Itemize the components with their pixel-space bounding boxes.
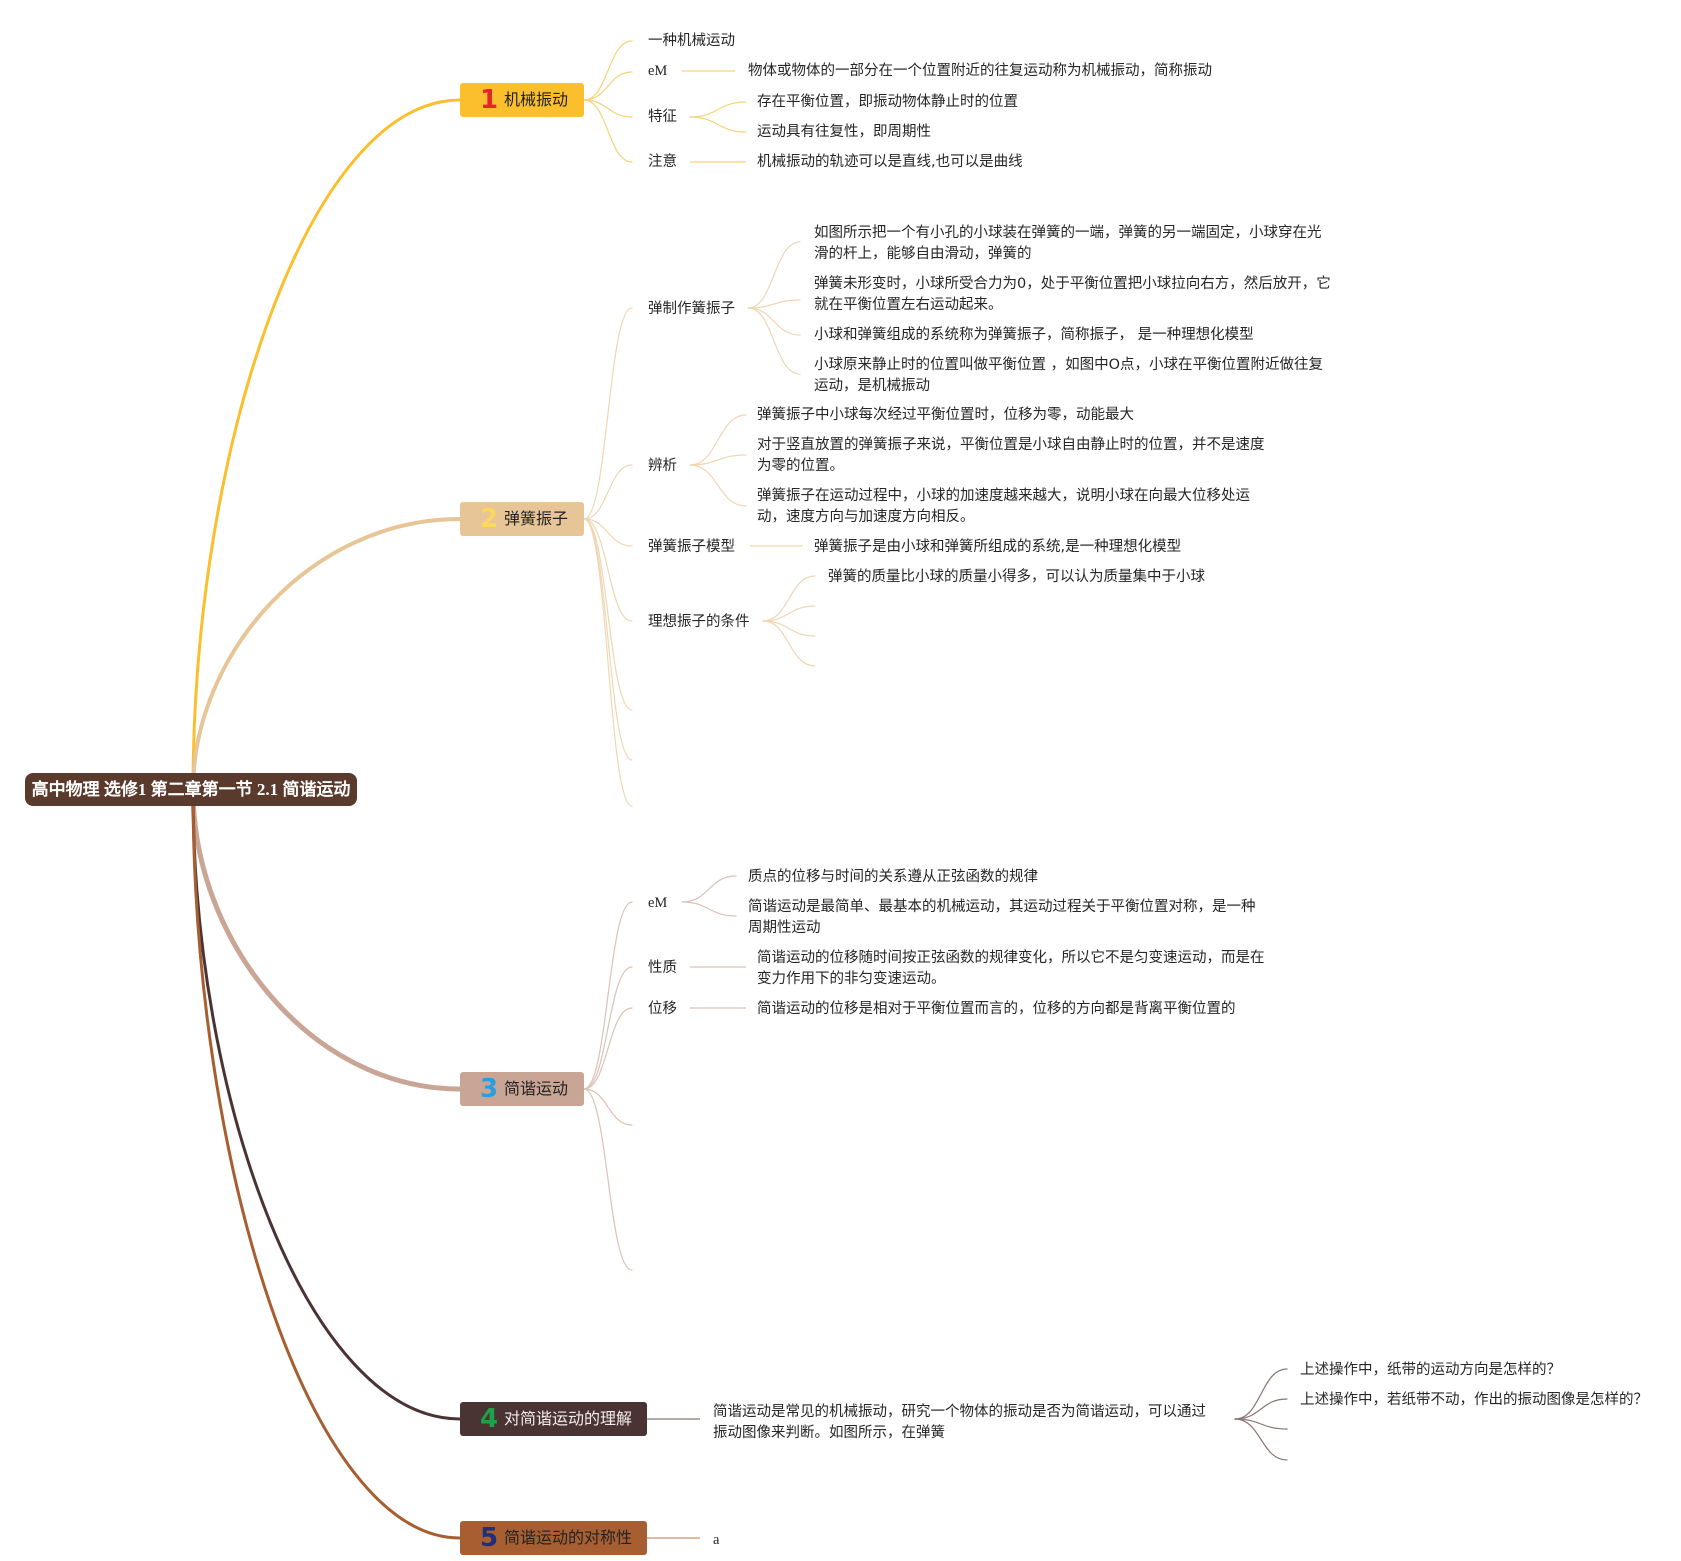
branch-1-number: 1 (480, 85, 499, 115)
branch-4-topic[interactable]: 4 对简谐运动的理解 (460, 1402, 647, 1436)
b4-question-2[interactable]: 上述操作中，若纸带不动，作出的振动图像是怎样的？ (1300, 1392, 1648, 1408)
b2-condition-detail-1[interactable]: 弹簧的质量比小球的质量小得多，可以认为质量集中于小球 (828, 569, 1205, 585)
connector-26 (689, 464, 747, 507)
branch-5-number: 5 (480, 1523, 499, 1553)
connector-6 (583, 71, 633, 101)
branch-3-label: 简谐运动 (504, 1079, 569, 1098)
connector-8 (583, 99, 633, 163)
connector-20 (747, 241, 801, 309)
b1-feature-periodicity[interactable]: 运动具有往复性，即周期性 (757, 124, 931, 140)
b1-item-note[interactable]: 注意 (648, 154, 677, 170)
connector-18 (583, 518, 633, 761)
branch-2-label: 弹簧振子 (504, 509, 569, 528)
b2-analysis-detail-3[interactable]: 弹簧振子在运动过程中，小球的加速度越来越大，说明小球在向最大位移处运动，速度方向… (757, 488, 1250, 525)
connector-38 (681, 901, 737, 917)
connector-21 (747, 299, 801, 309)
branch-3-number: 3 (480, 1074, 499, 1104)
connector-33 (583, 966, 633, 1090)
b1-item-features[interactable]: 特征 (648, 109, 677, 125)
connector-3 (191, 788, 462, 1421)
connector-31 (762, 620, 816, 667)
b2-model-detail[interactable]: 弹簧振子是由小球和弹簧所组成的系统,是一种理想化模型 (814, 539, 1182, 555)
connector-4 (191, 788, 462, 1540)
branch-1-topic[interactable]: 1 机械振动 (460, 83, 584, 117)
b2-analysis-detail-1[interactable]: 弹簧振子中小球每次经过平衡位置时，位移为零，动能最大 (757, 407, 1134, 423)
connector-23 (747, 307, 801, 375)
b2-item-oscillator-model[interactable]: 弹簧振子模型 (648, 539, 735, 555)
connector-5 (583, 40, 633, 101)
b2-make-detail-3[interactable]: 小球和弹簧组成的系统称为弹簧振子，简称振子， 是一种理想化模型 (814, 327, 1254, 343)
connector-29 (762, 605, 816, 622)
connector-1 (191, 517, 462, 792)
connector-16 (583, 518, 633, 622)
connector-24 (689, 414, 747, 466)
b2-analysis-detail-2[interactable]: 对于竖直放置的弹簧振子来说，平衡位置是小球自由静止时的位置，并不是速度为零的位置… (757, 437, 1265, 474)
connector-19 (583, 518, 633, 807)
branch-2-number: 2 (480, 504, 499, 534)
b1-item-em[interactable]: eM (648, 63, 668, 79)
connector-36 (583, 1088, 633, 1271)
b1-em-definition[interactable]: 物体或物体的一部分在一个位置附近的往复运动称为机械振动，简称振动 (748, 63, 1212, 79)
b3-item-em[interactable]: eM (648, 895, 668, 911)
b4-question-1[interactable]: 上述操作中，纸带的运动方向是怎样的？ (1300, 1362, 1561, 1378)
connector-17 (583, 518, 633, 711)
connector-25 (689, 454, 747, 466)
b3-em-detail-1[interactable]: 质点的位移与时间的关系遵从正弦函数的规律 (748, 869, 1038, 885)
b5-item-a[interactable]: a (713, 1532, 720, 1548)
b2-item-make-spring-oscillator[interactable]: 弹制作簧振子 (648, 301, 735, 317)
b2-make-detail-2[interactable]: 弹簧未形变时，小球所受合力为0，处于平衡位置把小球拉向右方，然后放开，它就在平衡… (814, 276, 1331, 313)
connector-15 (583, 518, 633, 547)
connector-22 (747, 307, 801, 336)
connector-10 (689, 101, 747, 118)
connector-32 (583, 901, 633, 1090)
branch-3-topic[interactable]: 3 简谐运动 (460, 1072, 584, 1106)
connector-0 (191, 98, 462, 792)
b2-make-detail-1[interactable]: 如图所示把一个有小孔的小球装在弹簧的一端，弹簧的另一端固定，小球穿在光滑的杆上，… (814, 225, 1322, 262)
b3-item-displacement[interactable]: 位移 (648, 1001, 677, 1017)
b3-displacement-detail[interactable]: 简谐运动的位移是相对于平衡位置而言的，位移的方向都是背离平衡位置的 (757, 1001, 1236, 1017)
connector-14 (583, 464, 633, 520)
branch-1-label: 机械振动 (504, 90, 569, 109)
connector-34 (583, 1007, 633, 1090)
root-topic[interactable]: 高中物理 选修1 第二章第一节 2.1 简谐运动 (25, 773, 357, 806)
connector-11 (689, 116, 747, 133)
branch-5-topic[interactable]: 5 简谐运动的对称性 (460, 1521, 647, 1555)
connector-43 (1234, 1398, 1288, 1420)
b2-item-ideal-conditions[interactable]: 理想振子的条件 (648, 614, 750, 630)
connector-35 (583, 1088, 633, 1126)
b1-note-trajectory[interactable]: 机械振动的轨迹可以是直线,也可以是曲线 (757, 154, 1023, 170)
connector-30 (762, 620, 816, 637)
branch-4-label: 对简谐运动的理解 (504, 1409, 633, 1428)
branch-5-label: 简谐运动的对称性 (504, 1528, 633, 1547)
connector-2 (190, 787, 463, 1092)
b3-em-detail-2[interactable]: 简谐运动是最简单、最基本的机械运动，其运动过程关于平衡位置对称，是一种周期性运动 (748, 899, 1256, 936)
b2-make-detail-4[interactable]: 小球原来静止时的位置叫做平衡位置 ，如图中O点，小球在平衡位置附近做往复运动，是… (814, 357, 1324, 394)
connector-37 (681, 875, 737, 903)
connector-28 (762, 575, 816, 622)
connector-45 (1234, 1418, 1288, 1461)
connector-42 (1234, 1368, 1288, 1420)
branch-2-topic[interactable]: 2 弹簧振子 (460, 502, 584, 536)
connector-7 (583, 99, 633, 118)
b1-feature-equilibrium[interactable]: 存在平衡位置，即振动物体静止时的位置 (757, 94, 1018, 110)
b1-item-mechanical-motion[interactable]: 一种机械运动 (648, 33, 735, 49)
b4-item-description[interactable]: 简谐运动是常见的机械振动，研究一个物体的振动是否为简谐运动，可以通过振动图像来判… (713, 1404, 1206, 1441)
b2-item-analysis[interactable]: 辨析 (648, 458, 677, 474)
connector-13 (583, 307, 633, 520)
b3-item-property[interactable]: 性质 (648, 960, 677, 976)
branch-4-number: 4 (480, 1404, 499, 1434)
b3-property-detail[interactable]: 简谐运动的位移随时间按正弦函数的规律变化，所以它不是匀变速运动，而是在变力作用下… (757, 950, 1265, 987)
